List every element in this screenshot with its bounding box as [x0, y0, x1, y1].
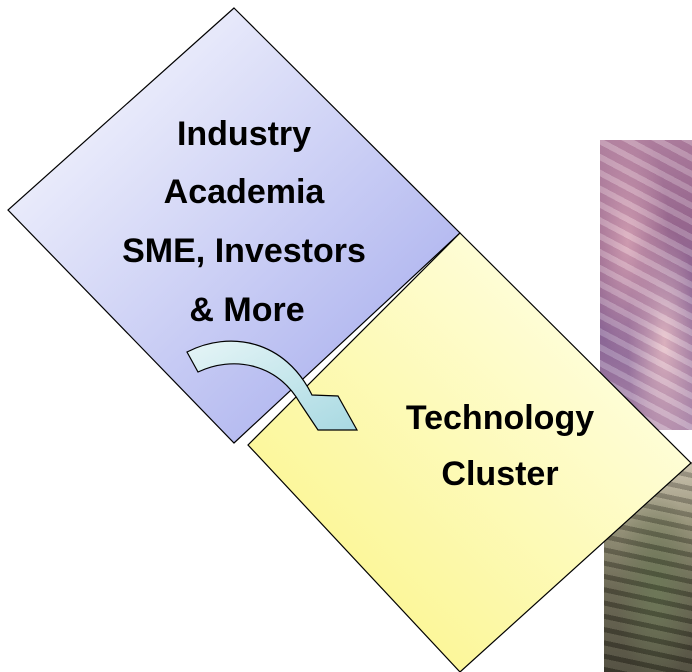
stakeholders-line-3: SME, Investors [122, 232, 366, 270]
stakeholders-diamond [7, 7, 461, 444]
cluster-diamond [247, 232, 692, 672]
stakeholders-line-2: Academia [164, 173, 326, 211]
cluster-line-2: Cluster [441, 455, 558, 493]
money-photo [600, 140, 692, 430]
flow-arrow [186, 340, 359, 431]
cluster-line-1: Technology [406, 399, 594, 437]
stakeholders-line-4: & More [189, 291, 304, 329]
stakeholders-line-1: Industry [177, 115, 311, 153]
